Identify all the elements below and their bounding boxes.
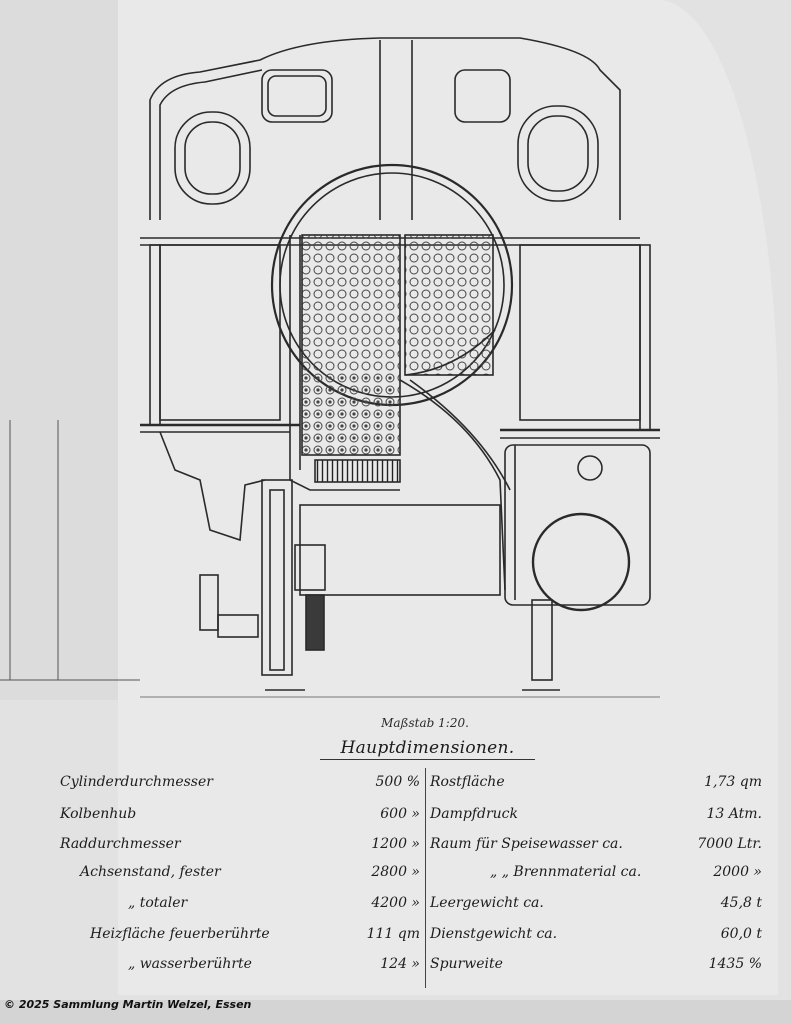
dimension-value: 124 »: [380, 956, 420, 972]
dimension-value: 60,0 t: [720, 926, 762, 942]
dimension-label: Rostfläche: [430, 774, 505, 790]
dimension-label: Spurweite: [430, 956, 503, 972]
drawing-scale-caption: Maßstab 1:20.: [381, 716, 469, 730]
dimension-value: 13 Atm.: [706, 806, 762, 822]
dimension-value: 1200 »: [371, 836, 420, 852]
dimension-row: Heizfläche feuerberührte 111 qm: [90, 926, 420, 950]
dimensions-title: Hauptdimensionen.: [320, 738, 535, 760]
dimension-row: Rostfläche 1,73 qm: [430, 774, 762, 798]
dimension-label: Achsenstand, fester: [80, 864, 221, 880]
dimension-row: „ wasserberührte 124 »: [128, 956, 420, 980]
dimension-row: Spurweite 1435 %: [430, 956, 762, 980]
dimension-value: 500 %: [375, 774, 420, 790]
dimension-value: 2000 »: [713, 864, 762, 880]
dimension-value: 1,73 qm: [704, 774, 762, 790]
copyright-notice: © 2025 Sammlung Martin Welzel, Essen: [4, 998, 252, 1011]
dimension-row: Dienstgewicht ca. 60,0 t: [430, 926, 762, 950]
column-divider: [425, 768, 426, 988]
dimension-value: 4200 »: [371, 895, 420, 911]
dimension-value: 111 qm: [366, 926, 420, 942]
dimension-label: „ totaler: [128, 895, 188, 911]
dimension-label: Dienstgewicht ca.: [430, 926, 558, 942]
cab-window-left: [174, 111, 251, 205]
dimension-label: „ „ Brennmaterial ca.: [490, 864, 642, 880]
dimension-value: 2800 »: [371, 864, 420, 880]
dimension-label: Leergewicht ca.: [430, 895, 544, 911]
paper-sheet: [118, 0, 778, 995]
dimension-row: Leergewicht ca. 45,8 t: [430, 895, 762, 919]
dimension-value: 7000 Ltr.: [697, 836, 762, 852]
dimension-row: „ „ Brennmaterial ca. 2000 »: [430, 864, 762, 888]
dimension-label: „ wasserberührte: [128, 956, 252, 972]
dimension-row: Raum für Speisewasser ca. 7000 Ltr.: [430, 836, 762, 860]
dimension-label: Dampfdruck: [430, 806, 518, 822]
dimension-label: Heizfläche feuerberührte: [90, 926, 270, 942]
dimension-row: Dampfdruck 13 Atm.: [430, 806, 762, 830]
dimension-label: Kolbenhub: [60, 806, 137, 822]
dimension-row: Achsenstand, fester 2800 »: [80, 864, 420, 888]
dimension-label: Raum für Speisewasser ca.: [430, 836, 623, 852]
dimension-label: Cylinderdurchmesser: [60, 774, 213, 790]
dimension-row: Raddurchmesser 1200 »: [60, 836, 420, 860]
dimension-row: Kolbenhub 600 »: [60, 806, 420, 830]
dimension-value: 600 »: [380, 806, 420, 822]
dimension-row: Cylinderdurchmesser 500 %: [60, 774, 420, 798]
dimension-value: 1435 %: [708, 956, 762, 972]
locomotive-cross-section-drawing: [0, 37, 660, 698]
dimension-value: 45,8 t: [720, 895, 762, 911]
dimension-label: Raddurchmesser: [60, 836, 181, 852]
dimension-row: „ totaler 4200 »: [128, 895, 420, 919]
